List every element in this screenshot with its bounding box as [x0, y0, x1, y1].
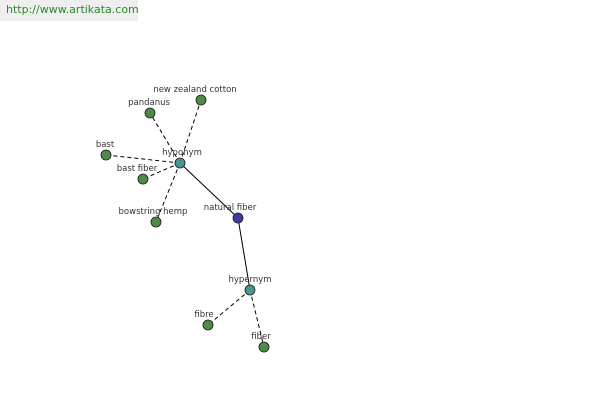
node-new-zealand-cotton[interactable]: new zealand cotton	[153, 85, 237, 106]
node-dot-hyponym[interactable]	[174, 157, 186, 169]
edge-hypernym-fiber	[249, 289, 265, 348]
site-url-text[interactable]: http://www.artikata.com	[6, 3, 139, 16]
edges-layer	[105, 99, 265, 348]
node-label-hyponym[interactable]: hyponym	[162, 148, 202, 158]
node-bast-fiber[interactable]: bast fiber	[117, 164, 158, 185]
node-label-fibre[interactable]: fibre	[194, 310, 213, 320]
node-dot-bowstring-hemp[interactable]	[150, 216, 162, 228]
node-dot-fibre[interactable]	[202, 319, 214, 331]
node-dot-pandanus[interactable]	[144, 107, 156, 119]
edge-hyponym-bowstring-hemp	[155, 162, 181, 223]
edge-hyponym-bast	[105, 154, 181, 164]
node-natural-fiber[interactable]: natural fiber	[204, 203, 257, 224]
node-fiber[interactable]: fiber	[251, 332, 271, 353]
node-hyponym[interactable]: hyponym	[162, 148, 202, 169]
site-url[interactable]: http://www.artikata.com	[0, 0, 139, 21]
node-dot-bast-fiber[interactable]	[137, 173, 149, 185]
node-label-fiber[interactable]: fiber	[251, 332, 271, 342]
node-label-natural-fiber[interactable]: natural fiber	[204, 203, 257, 213]
node-fibre[interactable]: fibre	[194, 310, 214, 331]
node-label-bast[interactable]: bast	[96, 140, 115, 150]
node-label-new-zealand-cotton[interactable]: new zealand cotton	[153, 85, 236, 95]
node-label-pandanus[interactable]: pandanus	[128, 98, 170, 108]
edge-hypernym-fibre	[207, 289, 251, 326]
node-dot-natural-fiber[interactable]	[232, 212, 244, 224]
edge-natural-fiber-hyponym	[179, 162, 239, 219]
node-label-hypernym[interactable]: hypernym	[228, 275, 271, 285]
node-label-bast-fiber[interactable]: bast fiber	[117, 164, 158, 174]
node-bast[interactable]: bast	[96, 140, 115, 161]
nodes-layer: natural fiber hyponym hypernym new zealand …	[96, 85, 272, 353]
node-hypernym[interactable]: hypernym	[228, 275, 272, 296]
node-pandanus[interactable]: pandanus	[128, 98, 170, 119]
edge-hyponym-pandanus	[149, 112, 181, 164]
node-dot-hypernym[interactable]	[244, 284, 256, 296]
node-label-bowstring-hemp[interactable]: bowstring hemp	[119, 207, 188, 217]
node-dot-bast[interactable]	[100, 149, 112, 161]
node-dot-fiber[interactable]	[258, 341, 270, 353]
edge-natural-fiber-hypernym	[237, 217, 251, 291]
node-dot-new-zealand-cotton[interactable]	[195, 94, 207, 106]
node-bowstring-hemp[interactable]: bowstring hemp	[119, 207, 188, 228]
